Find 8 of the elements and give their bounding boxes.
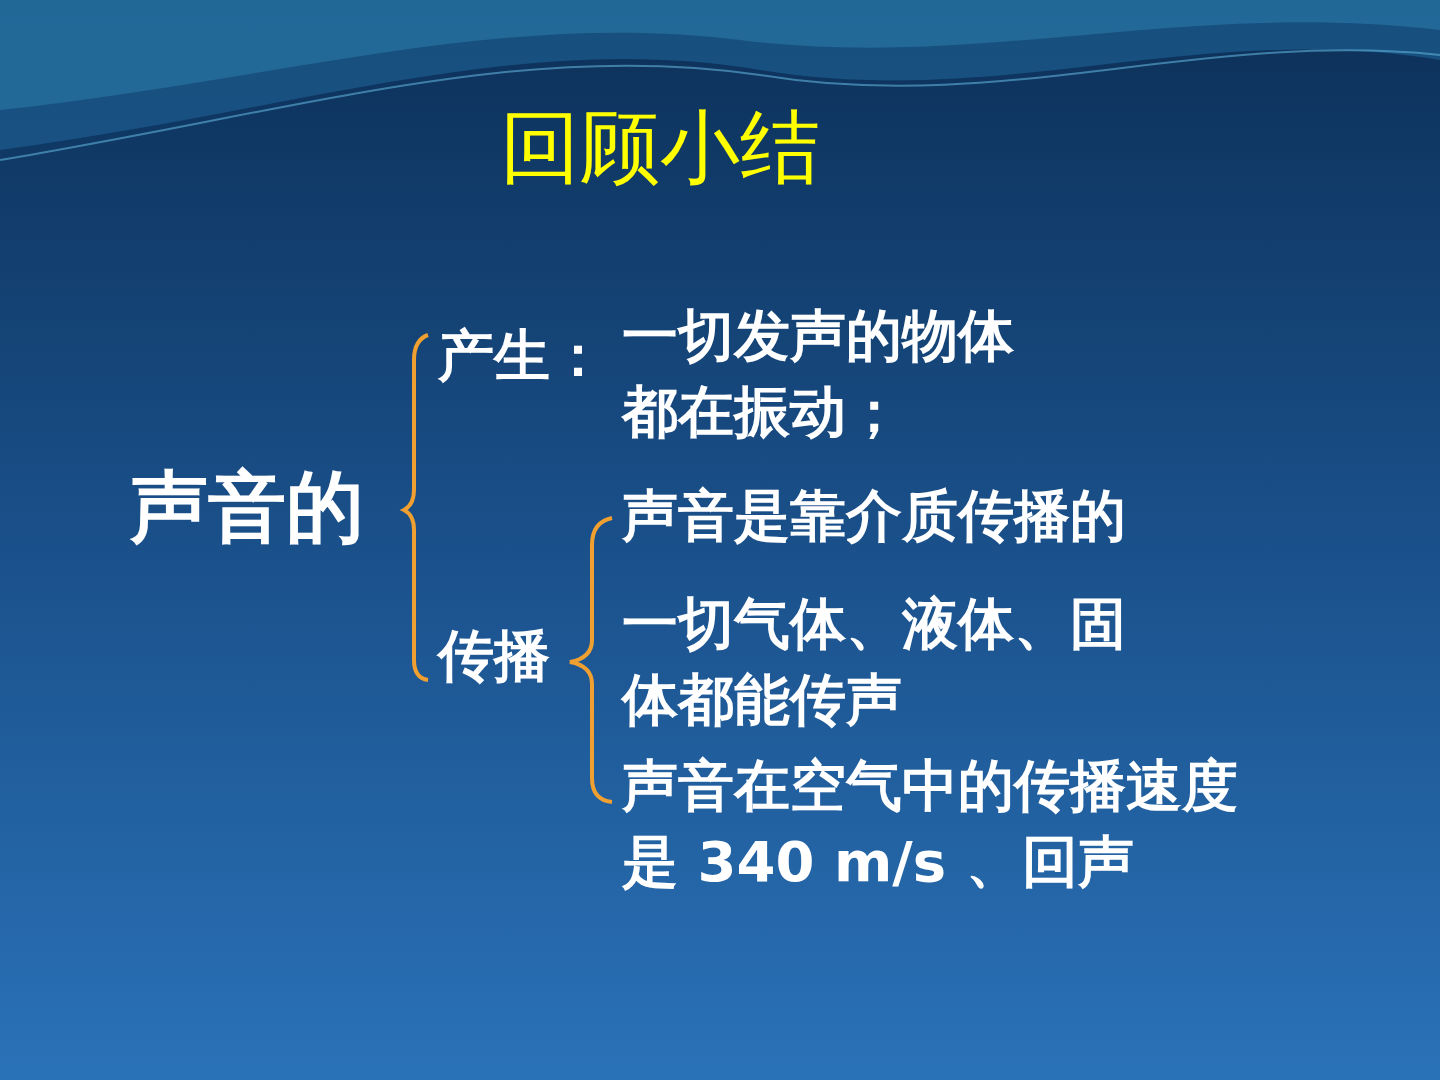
node-text: 传播	[438, 622, 551, 690]
node-text: 声音的	[130, 461, 365, 554]
node-text: 一切气体、液体、固体都能传声	[622, 590, 1127, 734]
node-text: 声音是靠介质传播的	[622, 482, 1127, 550]
title: 回顾小结	[500, 108, 820, 188]
node-text: 一切发声的物体都在振动；	[622, 302, 1015, 446]
node-text: 声音在空气中的传播速度是 340 m/s 、回声	[622, 752, 1239, 896]
node-text: 产生：	[438, 322, 607, 390]
